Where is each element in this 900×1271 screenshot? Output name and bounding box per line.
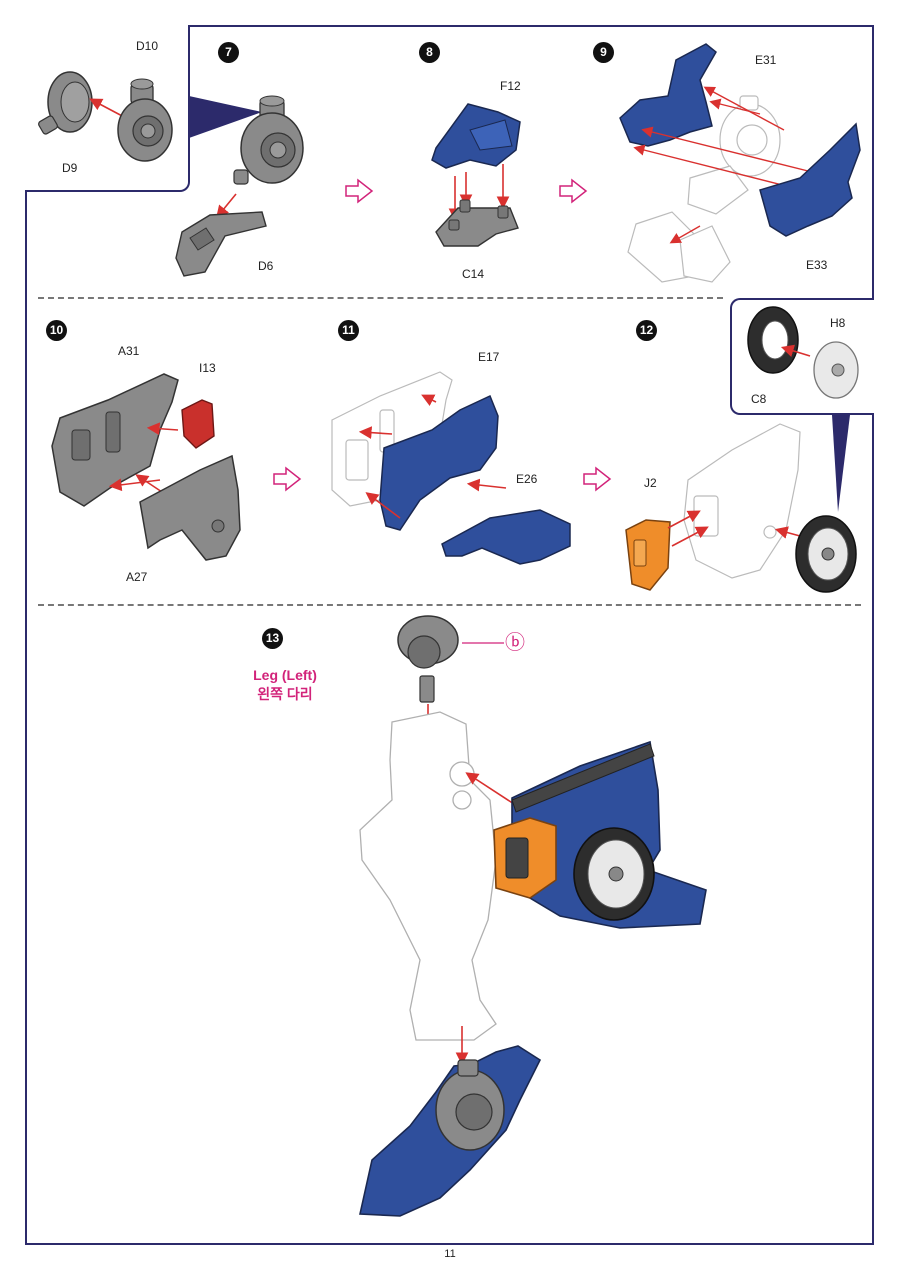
- leg-title-korean: 왼쪽 다리: [257, 686, 313, 702]
- part-h8: [813, 341, 859, 399]
- part-leg-j2-orange: [493, 817, 557, 899]
- next-step-arrow-icon: [345, 178, 374, 204]
- part-b-joint: [397, 615, 459, 703]
- part-label-c8: C8: [751, 392, 767, 406]
- step-number-13: 13: [262, 628, 283, 649]
- inset-pointer: [189, 96, 262, 138]
- part-label-f12: F12: [500, 79, 521, 93]
- part-e31: [619, 43, 717, 147]
- part-label-d6: D6: [258, 259, 274, 273]
- part-a27: [139, 454, 241, 561]
- part-label-e31: E31: [755, 53, 777, 67]
- section-divider: [38, 604, 861, 606]
- page-number: 11: [444, 1248, 456, 1260]
- callout-marker-b: ⓑ: [505, 632, 525, 654]
- leg-title: Leg (Left) 왼쪽 다리: [240, 666, 330, 704]
- part-label-h8: H8: [830, 316, 846, 330]
- part-white-frame: [627, 95, 781, 283]
- part-label-e26: E26: [516, 472, 538, 486]
- part-a31: [51, 373, 179, 507]
- part-label-d10: D10: [136, 39, 159, 53]
- page-frame: [25, 25, 874, 1245]
- part-d9: [38, 71, 93, 135]
- part-label-j2: J2: [644, 476, 657, 490]
- part-joint-assembled: [233, 95, 304, 185]
- part-leg-wheel: [573, 827, 655, 921]
- step-number-12: 12: [636, 320, 657, 341]
- next-step-arrow-icon: [583, 466, 612, 492]
- part-leg-foot: [359, 1045, 542, 1217]
- section-divider: [38, 297, 723, 299]
- part-leg-white-shell: [359, 711, 497, 1041]
- part-e33: [759, 122, 861, 237]
- part-label-c14: C14: [462, 267, 485, 281]
- step-number-9: 9: [593, 42, 614, 63]
- leg-title-english: Leg (Left): [253, 667, 317, 683]
- part-wheel-assembled: [795, 515, 857, 593]
- part-j2: [625, 519, 671, 591]
- part-label-e33: E33: [806, 258, 828, 272]
- part-c14: [435, 199, 519, 247]
- step-number-10: 10: [46, 320, 67, 341]
- step-number-8: 8: [419, 42, 440, 63]
- part-d10: [117, 78, 173, 162]
- part-e26: [441, 509, 571, 565]
- part-label-d9: D9: [62, 161, 78, 175]
- next-step-arrow-icon: [559, 178, 588, 204]
- step-number-11: 11: [338, 320, 359, 341]
- part-label-e17: E17: [478, 350, 500, 364]
- inset-pointer: [832, 415, 850, 512]
- part-f12: [431, 103, 521, 169]
- next-step-arrow-icon: [273, 466, 302, 492]
- part-label-i13: I13: [199, 361, 216, 375]
- part-c8: [747, 306, 799, 374]
- part-e17: [379, 394, 499, 531]
- step-number-7: 7: [218, 42, 239, 63]
- part-d6: [175, 211, 267, 277]
- part-label-a31: A31: [118, 344, 140, 358]
- part-i13: [181, 399, 215, 449]
- part-white-frame: [683, 423, 801, 579]
- part-label-a27: A27: [126, 570, 148, 584]
